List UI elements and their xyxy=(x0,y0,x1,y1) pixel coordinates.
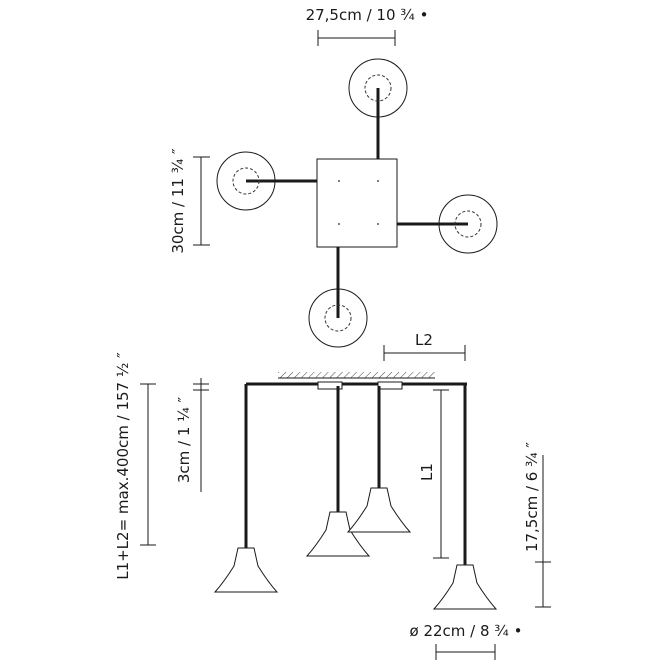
canopy-square xyxy=(316,158,398,248)
top-view: 27,5cm / 10 ¾ • 30cm / 11 ¾ ″ xyxy=(169,6,498,348)
pendant-cords xyxy=(244,384,467,565)
diameter-label: ø 22cm / 8 ¾ • xyxy=(410,622,523,640)
canopy-screws xyxy=(338,180,379,225)
ceiling-hatch xyxy=(278,372,435,378)
top-width-label: 27,5cm / 10 ¾ • xyxy=(306,6,429,24)
shade-height-dimension xyxy=(535,455,551,608)
top-width-dimension xyxy=(317,30,396,46)
l1-label: L1 xyxy=(418,463,436,481)
l1-dimension xyxy=(433,389,449,559)
l2-dimension xyxy=(383,345,466,361)
pendant-shade-3 xyxy=(346,487,412,533)
pendant-shade-4 xyxy=(432,564,498,610)
pendant-shade-2 xyxy=(305,511,371,557)
canopy-plate-right xyxy=(377,381,403,390)
canopy-plate-left xyxy=(317,381,343,390)
total-length-label: L1+L2= max.400cm / 157 ½ ″ xyxy=(114,352,132,580)
l2-label: L2 xyxy=(415,331,433,349)
diameter-dimension xyxy=(435,644,496,660)
shade-left xyxy=(216,151,276,211)
total-length-dimension xyxy=(140,383,156,546)
top-arms xyxy=(246,88,468,318)
shade-bottom xyxy=(308,288,368,348)
shade-right xyxy=(438,194,498,254)
canopy-height-label: 3cm / 1 ¼ ″ xyxy=(175,396,193,483)
shade-height-label: 17,5cm / 6 ¾ ″ xyxy=(523,442,541,552)
canopy-dimension xyxy=(193,378,209,492)
side-view: L2 L1 xyxy=(114,331,551,660)
top-height-dimension xyxy=(193,156,210,246)
shade-top xyxy=(348,58,408,118)
pendant-shade-1 xyxy=(213,547,279,593)
top-height-label: 30cm / 11 ¾ ″ xyxy=(169,148,187,254)
